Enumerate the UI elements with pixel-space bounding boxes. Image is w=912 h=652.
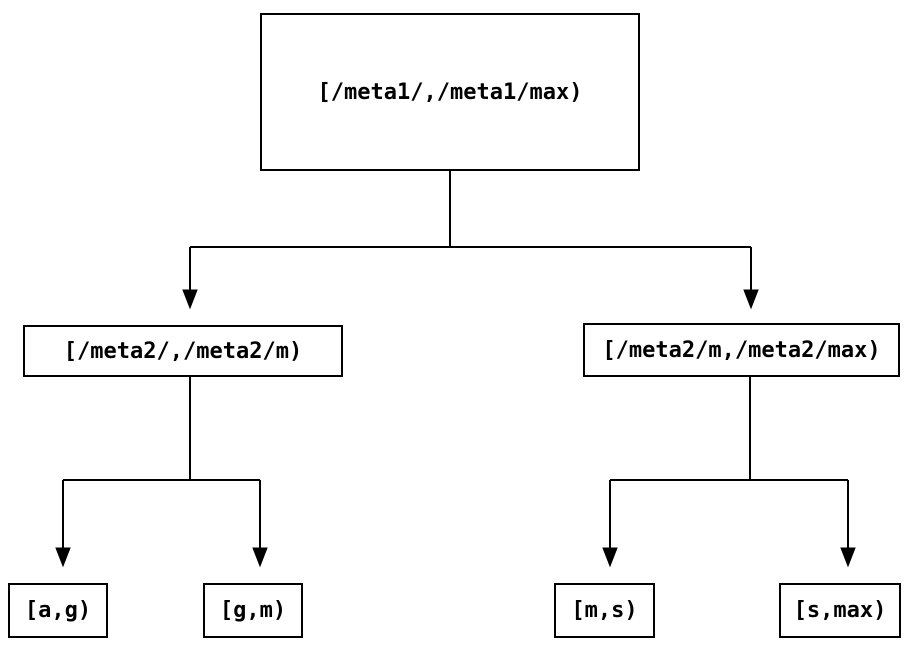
node-leaf-gm-label: [g,m)	[219, 598, 287, 623]
node-leaf-smax: [s,max)	[779, 583, 901, 638]
node-root-label: [/meta1/,/meta1/max)	[317, 79, 583, 105]
node-leaf-ag-label: [a,g)	[24, 598, 92, 623]
edge-right-to-leaves	[602, 377, 856, 568]
node-right-child-label: [/meta2/m,/meta2/max)	[602, 337, 881, 363]
node-leaf-ag: [a,g)	[8, 583, 108, 638]
node-leaf-smax-label: [s,max)	[793, 598, 887, 623]
arrowhead-icon	[743, 289, 759, 310]
arrowhead-icon	[252, 547, 268, 568]
node-leaf-ms-label: [m,s)	[571, 598, 638, 623]
arrowhead-icon	[55, 547, 71, 568]
node-leaf-gm: [g,m)	[203, 583, 303, 638]
edge-root-to-children	[182, 171, 759, 310]
node-leaf-ms: [m,s)	[554, 583, 655, 638]
node-root: [/meta1/,/meta1/max)	[260, 13, 640, 171]
arrowhead-icon	[602, 547, 618, 568]
edge-left-to-leaves	[55, 377, 268, 568]
arrowhead-icon	[840, 547, 856, 568]
arrowhead-icon	[182, 289, 198, 310]
node-left-child-label: [/meta2/,/meta2/m)	[63, 338, 303, 364]
node-left-child: [/meta2/,/meta2/m)	[23, 325, 343, 377]
node-right-child: [/meta2/m,/meta2/max)	[583, 323, 900, 377]
